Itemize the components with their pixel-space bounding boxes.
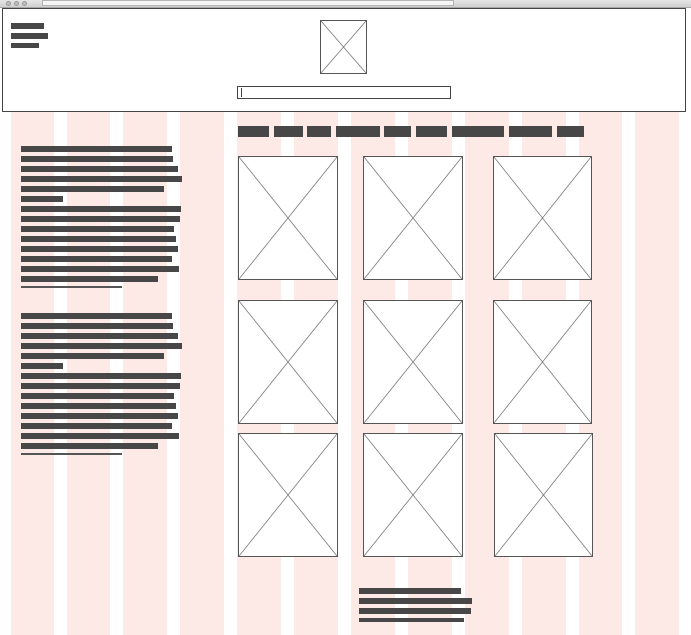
gallery-image-placeholder[interactable] — [363, 433, 463, 557]
text-line — [21, 363, 63, 369]
text-line — [359, 608, 471, 614]
nav-item[interactable] — [384, 126, 411, 137]
gallery-image-placeholder[interactable] — [238, 433, 338, 557]
close-window-button[interactable] — [6, 1, 11, 6]
text-line — [21, 256, 172, 262]
text-line — [21, 236, 176, 242]
text-line — [21, 226, 174, 232]
grid-column — [180, 112, 224, 635]
text-line — [21, 276, 158, 282]
text-line — [21, 286, 122, 288]
text-cursor — [241, 88, 242, 97]
header-menu-line — [11, 33, 48, 39]
nav-item[interactable] — [509, 126, 552, 137]
text-line — [21, 453, 122, 455]
text-line — [21, 146, 172, 152]
minimize-window-button[interactable] — [14, 1, 19, 6]
zoom-window-button[interactable] — [22, 1, 27, 6]
text-line — [21, 206, 181, 212]
gallery-image-placeholder[interactable] — [363, 300, 463, 424]
text-line — [21, 313, 172, 319]
window-titlebar — [0, 0, 691, 8]
gallery-image-placeholder[interactable] — [363, 156, 463, 280]
gallery-image-placeholder[interactable] — [493, 156, 592, 280]
address-bar[interactable] — [42, 0, 454, 6]
image-placeholder-icon — [495, 434, 592, 556]
logo-image-placeholder — [320, 20, 367, 74]
nav-item[interactable] — [274, 126, 303, 137]
grid-column — [635, 112, 679, 635]
text-line — [21, 443, 158, 449]
text-line — [21, 423, 172, 429]
nav-item[interactable] — [238, 126, 269, 137]
text-line — [21, 383, 180, 389]
text-line — [21, 393, 174, 399]
text-line — [21, 166, 178, 172]
header-menu-line — [11, 23, 44, 29]
image-placeholder-icon — [494, 157, 591, 279]
text-line — [21, 333, 178, 339]
gallery-image-placeholder[interactable] — [493, 300, 592, 424]
nav-item[interactable] — [307, 126, 331, 137]
text-line — [21, 343, 182, 349]
text-line — [21, 246, 178, 252]
text-line — [21, 353, 164, 359]
text-line — [359, 598, 472, 604]
text-line — [21, 266, 179, 272]
image-placeholder-icon — [239, 434, 337, 556]
text-line — [21, 403, 176, 409]
nav-item[interactable] — [452, 126, 504, 137]
gallery-image-placeholder[interactable] — [238, 300, 338, 424]
image-placeholder-icon — [239, 157, 337, 279]
text-line — [21, 176, 182, 182]
text-line — [21, 433, 179, 439]
text-line — [21, 373, 181, 379]
nav-item[interactable] — [557, 126, 584, 137]
image-placeholder-icon — [364, 301, 462, 423]
image-placeholder-icon — [321, 21, 366, 73]
text-line — [21, 413, 178, 419]
image-placeholder-icon — [364, 157, 462, 279]
nav-item[interactable] — [416, 126, 447, 137]
text-line — [21, 196, 63, 202]
search-input[interactable] — [237, 86, 451, 99]
image-placeholder-icon — [239, 301, 337, 423]
text-line — [21, 186, 164, 192]
gallery-image-placeholder[interactable] — [494, 433, 593, 557]
text-line — [21, 216, 180, 222]
image-placeholder-icon — [364, 434, 462, 556]
text-line — [21, 323, 173, 329]
text-line — [359, 618, 464, 622]
text-line — [21, 156, 173, 162]
header-menu-line — [11, 43, 39, 48]
gallery-image-placeholder[interactable] — [238, 156, 338, 280]
image-placeholder-icon — [494, 301, 591, 423]
text-line — [359, 588, 461, 594]
nav-item[interactable] — [336, 126, 380, 137]
